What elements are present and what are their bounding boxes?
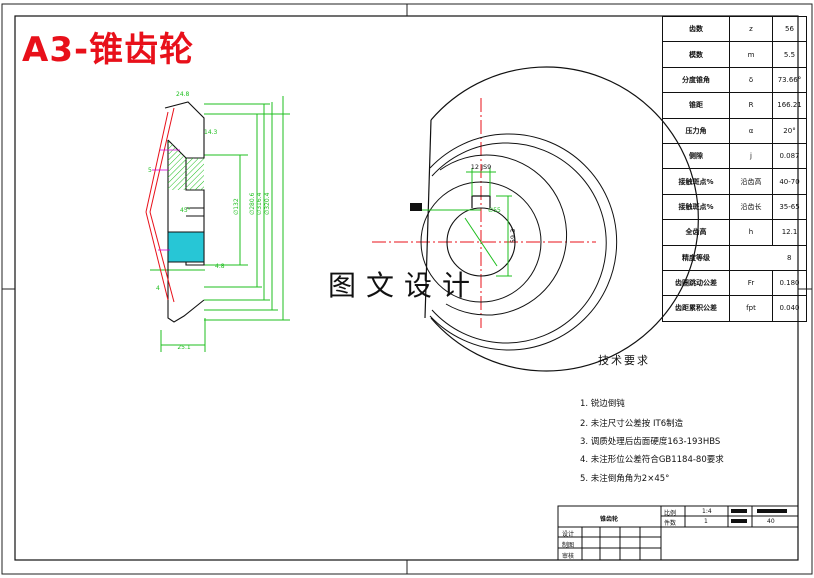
param-symbol: α: [729, 117, 773, 144]
param-name: 全齿高: [662, 219, 730, 246]
requirement-5: 5. 未注倒角角为2×45°: [580, 474, 670, 484]
dim-3: ∅320.4: [264, 192, 271, 215]
param-symbol: Fr: [729, 269, 773, 297]
svg-text:4: 4: [156, 285, 160, 292]
param-name: 压力角: [662, 117, 730, 144]
part-name: 锥齿轮: [600, 516, 619, 523]
param-symbol: m: [729, 41, 773, 68]
drafter-label: 制图: [562, 542, 575, 549]
checker-label: 审核: [562, 553, 575, 560]
param-symbol: 沿齿长: [729, 193, 773, 221]
param-value: 20°: [772, 117, 807, 144]
dim-1: ∅280.6: [249, 192, 256, 215]
watermark: 图文设计: [328, 269, 481, 302]
param-name: 齿距累积公差: [662, 295, 730, 322]
param-value: 73.66°: [772, 66, 807, 94]
param-symbol: z: [729, 15, 773, 43]
param-value: 35-65: [772, 193, 807, 221]
param-symbol: 沿齿高: [729, 168, 773, 195]
weight-value: 40: [767, 518, 775, 525]
scale-label: 比例: [664, 510, 677, 517]
param-name: 侧隙: [662, 142, 730, 170]
svg-text:5: 5: [148, 167, 152, 174]
svg-text:14.3: 14.3: [204, 129, 218, 136]
param-value: 0.087: [772, 142, 807, 170]
param-symbol: j: [729, 142, 773, 170]
section-view: 24.8 14.3 5 45° 4.8 4 25.1 ∅280.6 ∅316.4…: [145, 91, 290, 352]
param-symbol: fpt: [729, 295, 773, 322]
param-value: 56: [772, 15, 807, 43]
requirement-2: 2. 未注尺寸公差按 IT6制造: [580, 419, 684, 429]
svg-text:24.8: 24.8: [176, 91, 190, 98]
bore-dim: ∅55: [488, 207, 501, 214]
param-value: 12.1: [772, 219, 807, 246]
param-name: 接触斑点%: [662, 168, 730, 195]
dim-4: ∅132: [233, 198, 240, 215]
param-name: 齿数: [662, 15, 730, 43]
param-symbol: R: [729, 92, 773, 119]
param-value: 40-70: [772, 168, 807, 195]
svg-text:4.8: 4.8: [215, 263, 225, 270]
param-symbol: h: [729, 219, 773, 246]
tech-requirements-title: 技术要求: [598, 354, 650, 367]
dim-2: ∅316.4: [256, 192, 263, 215]
param-symbol: δ: [729, 66, 773, 94]
param-value: 5.5: [772, 41, 807, 68]
title-block: [557, 505, 799, 561]
param-value: 8: [772, 244, 807, 271]
requirement-1: 1. 锐边倒钝: [580, 399, 625, 409]
param-name: 齿圈跳动公差: [662, 269, 730, 297]
param-value: 166.21: [772, 92, 807, 119]
drawing-title: A3-锥齿轮: [22, 30, 195, 70]
param-name: 分度锥角: [662, 66, 730, 94]
svg-text:45°: 45°: [180, 207, 191, 214]
param-row: 精度等级 8: [662, 244, 807, 271]
requirement-3: 3. 调质处理后齿面硬度163-193HBS: [580, 437, 721, 447]
front-view: [372, 66, 699, 372]
param-name: 模数: [662, 41, 730, 68]
param-name: 锥距: [662, 92, 730, 119]
scale-value: 1:4: [702, 508, 712, 515]
qty-value: 1: [704, 518, 708, 525]
qty-label: 件数: [664, 520, 677, 527]
param-value: 0.040: [772, 295, 807, 322]
param-value: 0.180: [772, 269, 807, 297]
designer-label: 设计: [562, 531, 575, 538]
param-symbol: [729, 244, 773, 271]
param-name: 精度等级: [662, 244, 730, 271]
requirement-4: 4. 未注形位公差符合GB1184-80要求: [580, 455, 724, 465]
param-name: 接触斑点%: [662, 193, 730, 221]
hub-width-dim: 25.1: [177, 344, 191, 351]
keyway-depth-dim: 59.3: [509, 229, 517, 243]
keyway-width-dim: 12 JS9: [471, 163, 492, 171]
